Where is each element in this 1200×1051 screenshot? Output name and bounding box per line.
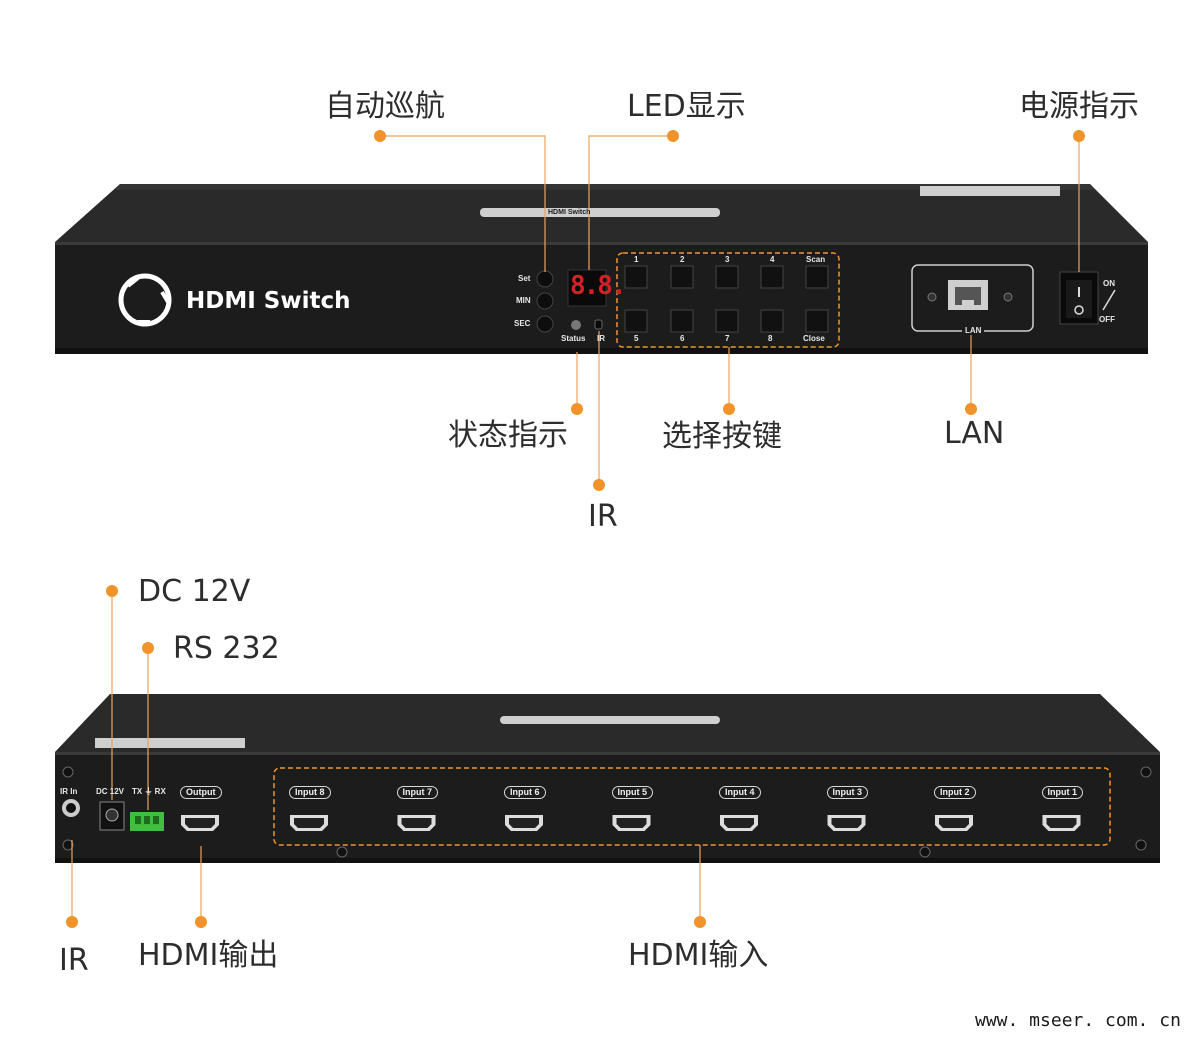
input-button-6[interactable] [670, 309, 694, 333]
power-off-label: OFF [1099, 315, 1115, 324]
button-label-5: 5 [634, 334, 639, 343]
input-label: Input 3 [826, 786, 868, 799]
hdmi-input-port[interactable] [827, 815, 866, 831]
callout-hdmi-input: HDMI输入 [628, 938, 769, 973]
button-label-7: 7 [725, 334, 730, 343]
ir-receiver [594, 319, 603, 330]
hdmi-output-port[interactable] [181, 815, 219, 831]
back-hdmi-logo [95, 738, 245, 748]
ir-in-label: IR In [60, 787, 78, 796]
button-label-2: 2 [680, 255, 685, 264]
set-label: Set [518, 274, 531, 283]
input-label: Input 4 [719, 786, 761, 799]
top-cover-plate [480, 208, 720, 217]
callout-status-indicator: 状态指示 [448, 418, 568, 453]
top-cover-text: HDMI Switch [548, 209, 591, 216]
dc-label: DC 12V [96, 787, 125, 796]
callout-lines [71, 135, 1080, 922]
input-button-1[interactable] [624, 265, 648, 289]
callout-dc12v: DC 12V [138, 574, 251, 609]
callout-power-indicator: 电源指示 [1019, 89, 1139, 124]
callout-ir-front: IR [588, 499, 618, 534]
hdmi-input-port[interactable] [1042, 815, 1081, 831]
input-label: Input 8 [289, 786, 331, 799]
button-label-close: Close [803, 334, 825, 343]
hdmi-input-port[interactable] [290, 815, 328, 831]
back-top-plate [500, 716, 720, 724]
hdmi-input-port[interactable] [720, 815, 758, 831]
input-button-4[interactable] [760, 265, 784, 289]
button-label-scan: Scan [806, 255, 826, 264]
input-button-7[interactable] [715, 309, 739, 333]
hdmi-input-ports [290, 815, 1081, 831]
power-on-label: ON [1103, 279, 1115, 288]
output-label: Output [180, 786, 222, 799]
input-label: Input 5 [611, 786, 653, 799]
callout-hdmi-output: HDMI输出 [138, 938, 279, 973]
brand-title: HDMI Switch [186, 288, 351, 314]
hdmi-input-port[interactable] [935, 815, 973, 831]
inputs-frame [273, 767, 1111, 846]
front-device [55, 184, 1148, 354]
button-label-4: 4 [770, 255, 775, 264]
callout-lan: LAN [944, 416, 1005, 451]
input-label: Input 2 [934, 786, 976, 799]
hdmi-input-port[interactable] [397, 815, 436, 831]
input-label: Input 6 [504, 786, 546, 799]
hdmi-input-port[interactable] [612, 815, 651, 831]
callout-rs232: RS 232 [173, 631, 280, 666]
callout-led-display: LED显示 [627, 89, 746, 124]
close-button[interactable] [805, 309, 829, 333]
min-label: MIN [516, 296, 531, 305]
sec-label: SEC [514, 319, 531, 328]
input-label: Input 1 [1041, 786, 1083, 799]
status-label: Status [561, 334, 586, 343]
brand-logo-digit: 8 [135, 286, 154, 316]
sec-button[interactable] [536, 315, 554, 333]
scan-button[interactable] [805, 265, 829, 289]
input-button-8[interactable] [760, 309, 784, 333]
input-button-5[interactable] [624, 309, 648, 333]
button-label-8: 8 [768, 334, 773, 343]
status-led [571, 320, 581, 330]
button-label-3: 3 [725, 255, 730, 264]
callout-select-buttons: 选择按键 [662, 419, 782, 454]
button-label-1: 1 [634, 255, 639, 264]
callout-auto-scan: 自动巡航 [325, 89, 445, 124]
input-button-2[interactable] [670, 265, 694, 289]
tx-rx-label: TX ⏚ RX [132, 787, 166, 796]
button-label-6: 6 [680, 334, 685, 343]
website-url: www. mseer. com. cn [975, 1010, 1181, 1031]
hdmi-input-port[interactable] [505, 815, 543, 831]
back-device [55, 694, 1160, 863]
min-button[interactable] [536, 292, 554, 310]
input-label: Input 7 [396, 786, 438, 799]
callout-dots [66, 130, 1085, 928]
lan-panel-label: LAN [962, 327, 985, 335]
led-readout: 8.8. [570, 271, 627, 301]
callout-ir-back: IR [59, 943, 89, 978]
input-button-3[interactable] [715, 265, 739, 289]
ir-label: IR [597, 334, 605, 343]
set-button[interactable] [536, 270, 554, 288]
hdmi-top-logo [920, 186, 1060, 196]
led-display [567, 269, 607, 307]
select-buttons-frame [616, 252, 840, 348]
